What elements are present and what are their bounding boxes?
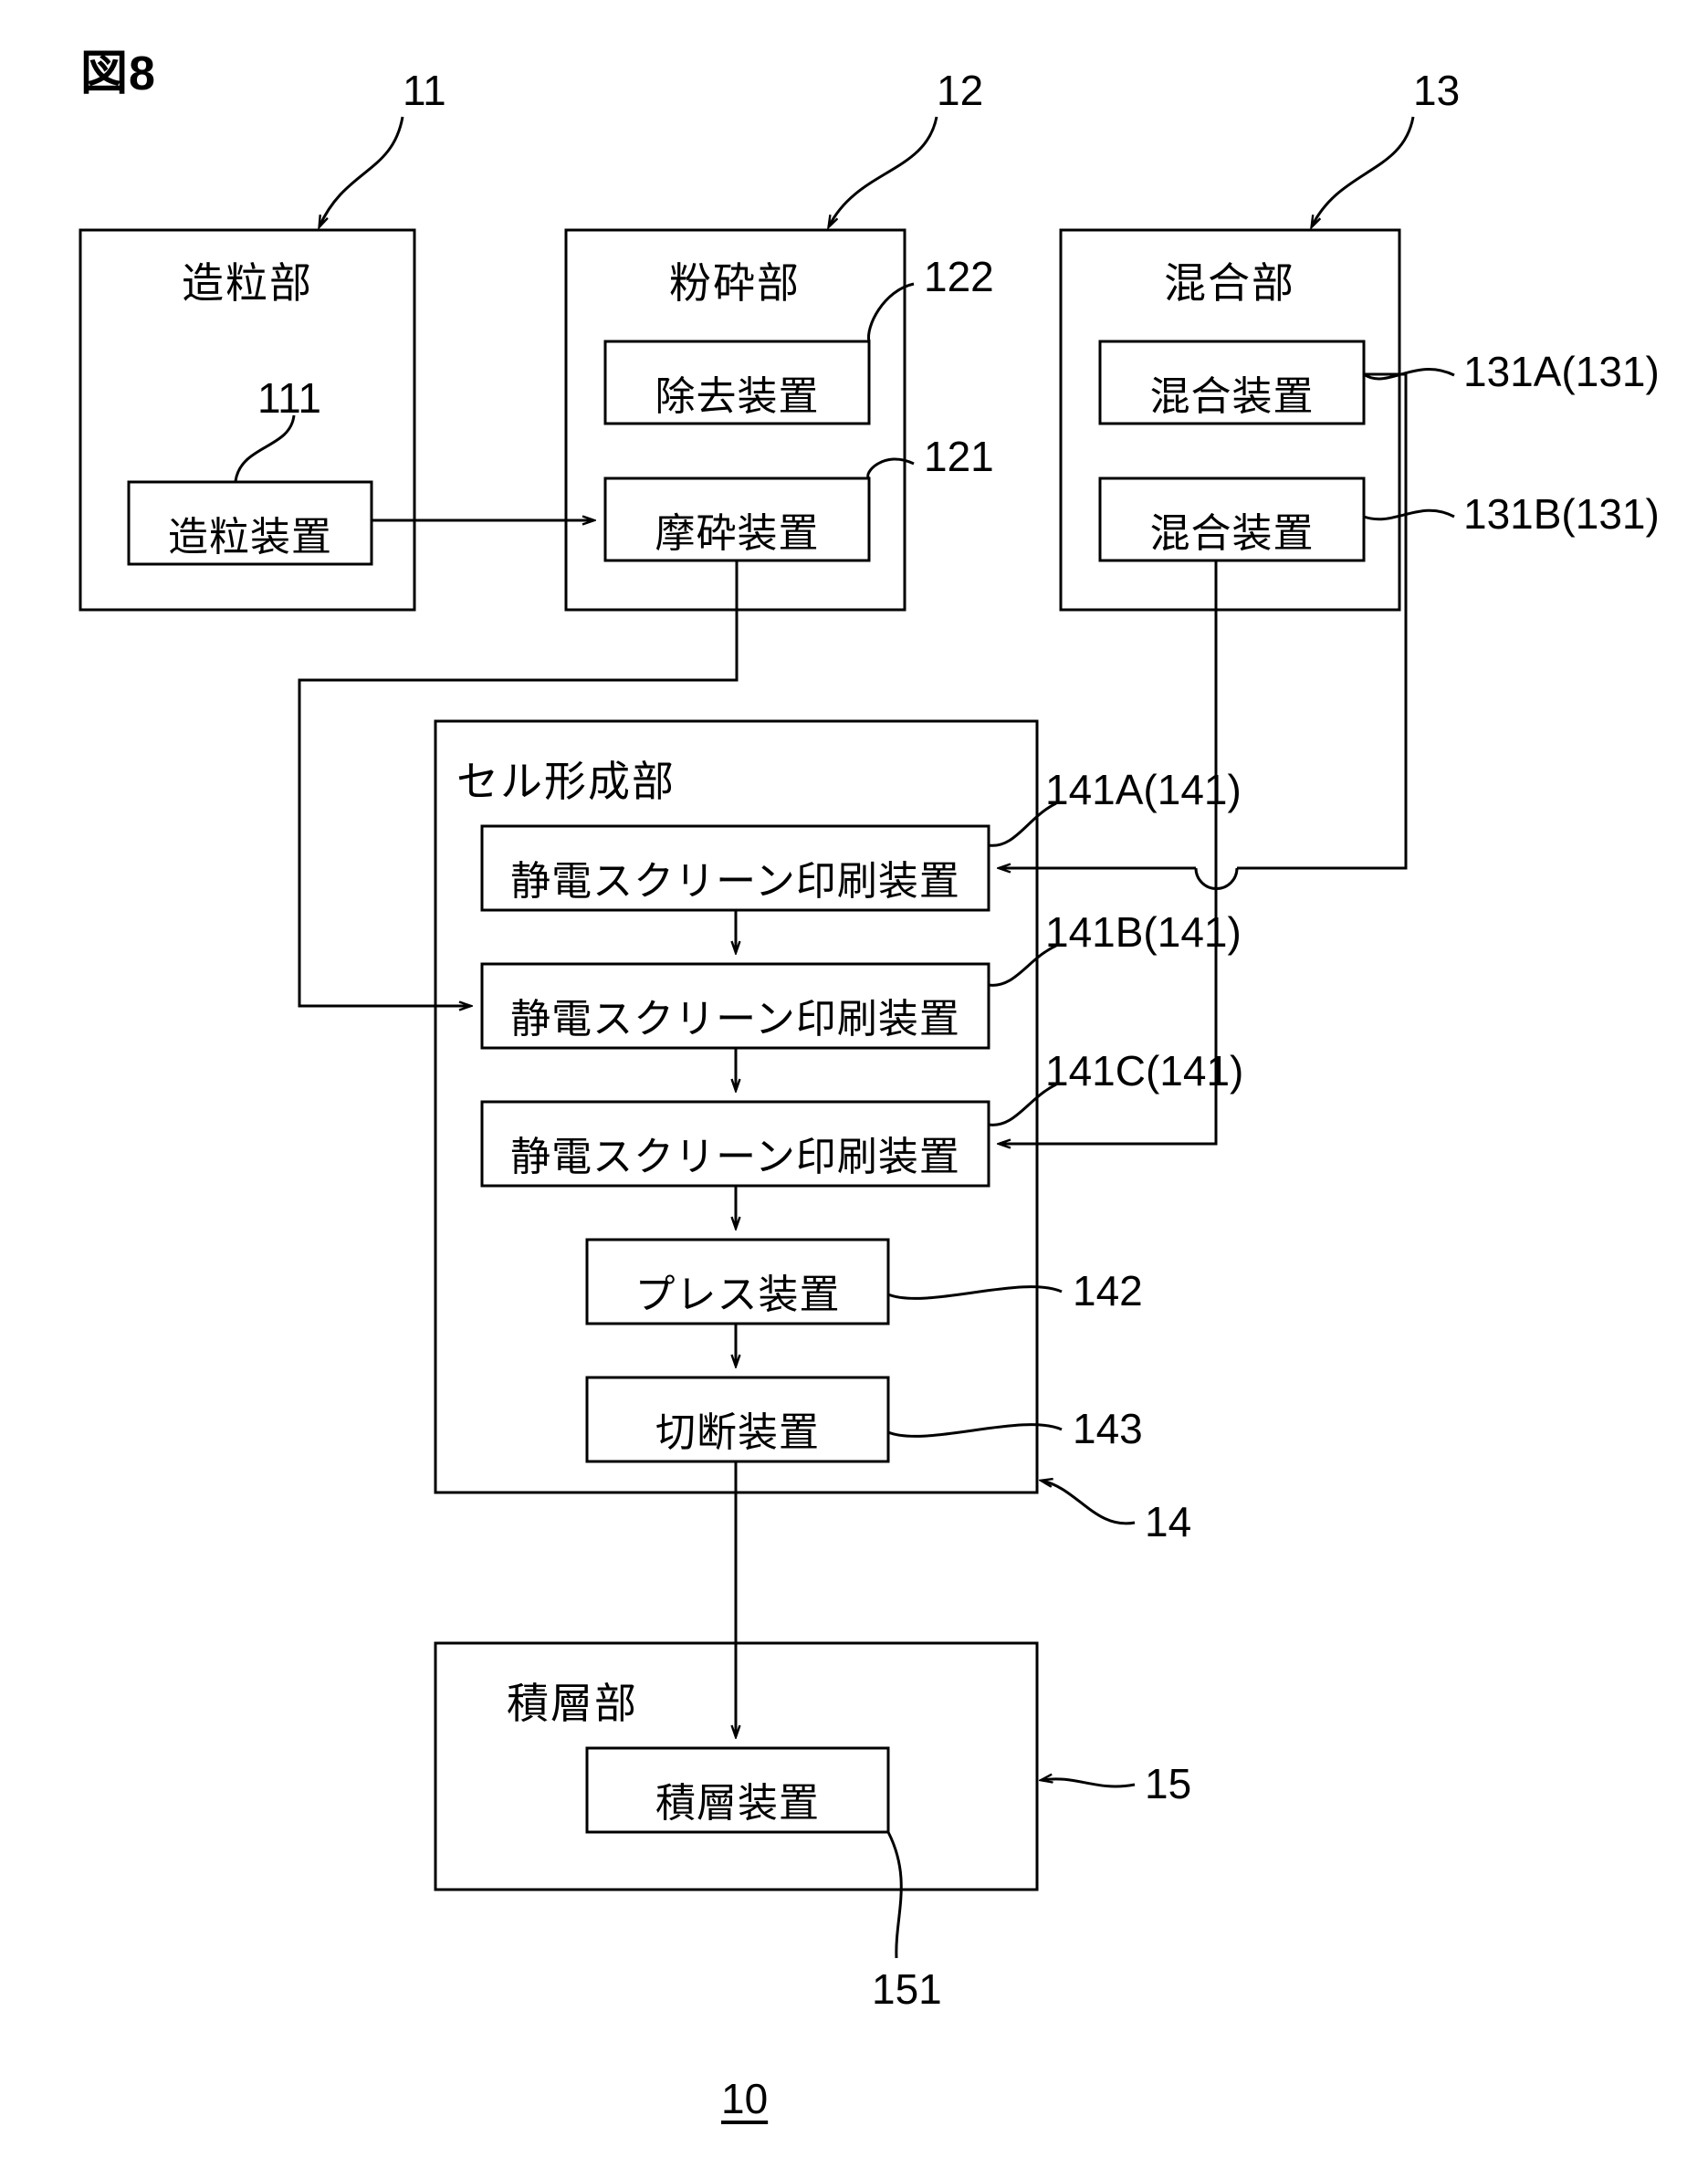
device-label-grinder: 摩砕装置 [655,511,820,556]
leader-12 [829,116,938,226]
ref-number-15: 15 [1145,1760,1192,1807]
leader-15-curve [1042,1779,1136,1788]
connector-grinder-to-printer-b [298,560,739,1006]
device-label-mixer-b: 混合装置 [1149,511,1315,556]
leader-151-curve [886,1831,903,1959]
leader-142-curve [887,1285,1063,1300]
leader-121-curve [866,457,915,480]
ref-number-12: 12 [937,67,984,114]
leader-141C-curve [988,1083,1057,1126]
ref-number-111: 111 [257,374,321,422]
leader-14-curve [1042,1481,1136,1525]
device-label-cutter: 切断装置 [655,1410,820,1455]
leader-13 [1312,116,1415,226]
leader-122-curve [867,282,915,342]
section-title-pulverization: 粉砕部 [669,259,801,307]
connector-mixer-a-to-printer-a [1237,372,1408,870]
device-box-cutter [585,1376,890,1463]
ref-number-143: 143 [1073,1405,1143,1452]
ref-number-14: 14 [1145,1498,1192,1545]
figure-bottom-number: 10 [721,2075,769,2122]
ref-number-151: 151 [872,1965,942,2013]
ref-number-11: 11 [403,67,446,114]
device-label-granulator: 造粒装置 [168,515,332,560]
leader-141A-curve [988,801,1057,847]
device-label-printer-c: 静電スクリーン印刷装置 [510,1135,960,1179]
device-box-mixer-b [1098,477,1366,562]
device-box-granulator [127,480,373,566]
device-label-laminator: 積層装置 [655,1781,820,1826]
device-label-press: プレス装置 [634,1273,841,1317]
leader-143-curve [887,1423,1063,1438]
ref-number-121: 121 [924,433,994,480]
leader-131B-curve [1363,508,1455,521]
device-label-mixer-a: 混合装置 [1149,374,1315,419]
leader-11 [320,116,404,226]
connector-mixer-b-to-printer-c [1000,560,1218,1144]
device-label-remover: 除去装置 [655,374,820,419]
ref-number-141C: 141C(141) [1045,1047,1244,1094]
section-box-mixing [1059,228,1401,612]
ref-number-122: 122 [924,253,994,300]
section-title-mixing: 混合部 [1164,259,1295,307]
device-box-remover [603,340,871,425]
device-label-printer-a: 静電スクリーン印刷装置 [510,859,960,904]
figure-label: 図8 [80,47,156,100]
leader-141B-curve [988,944,1057,987]
device-label-printer-b: 静電スクリーン印刷装置 [510,997,960,1042]
section-title-lamination: 積層部 [507,1680,638,1727]
section-title-cell-formation: セル形成部 [456,758,676,805]
section-title-granulation: 造粒部 [182,259,313,307]
device-box-laminator [585,1746,890,1834]
leader-131A-curve [1363,368,1455,381]
device-box-press [585,1238,890,1325]
ref-number-141B: 141B(141) [1045,908,1242,956]
ref-number-142: 142 [1073,1267,1143,1314]
ref-number-131A: 131A(131) [1463,348,1660,395]
section-box-granulation [79,228,416,612]
ref-number-13: 13 [1413,67,1461,114]
ref-number-131B: 131B(131) [1463,490,1660,538]
leader-111-curve [234,414,296,482]
ref-number-141A: 141A(141) [1045,766,1242,813]
device-box-mixer-a [1098,340,1366,425]
